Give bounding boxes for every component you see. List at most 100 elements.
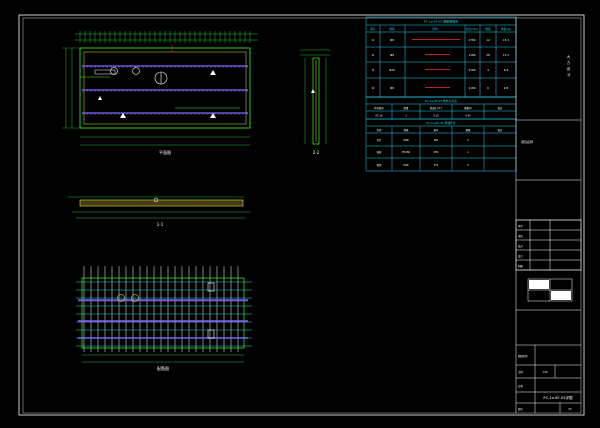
rebar-row-qty: 4 (487, 68, 489, 72)
date-label: 日期 (518, 384, 523, 388)
section-arrow (210, 113, 216, 118)
rebar-header-spec: 规格 (389, 27, 395, 31)
rebar-header-len: 长度(mm) (466, 27, 478, 31)
rebar-row-id: ④ (372, 86, 375, 90)
summary-table-title: PC-1a-6F-05 构件信息表 (425, 99, 457, 103)
plan-top-dim-ticks (79, 31, 251, 43)
embed-cell: DN8 (403, 139, 409, 142)
rebar-row-len: 1180 (468, 53, 475, 57)
rebar-shapes (412, 39, 460, 88)
approval-row-label: 校对 (518, 244, 523, 248)
embed-cell: PVC86 (402, 151, 410, 154)
rebar-row-id: ① (372, 38, 375, 42)
embed-table-cells: 名称 规格 编号 数量 备注 吊钉 DN8 MJ1 4 线盒 PVC86 XH1… (377, 128, 503, 167)
section-arrow (210, 70, 216, 75)
scale-value: 1:20 (542, 371, 548, 374)
section-arrow (120, 113, 126, 118)
summary-cell: 1 (405, 115, 407, 118)
embed-header: 数量 (466, 128, 471, 132)
rebar-plan-outline (81, 277, 245, 349)
title-block (515, 17, 582, 413)
rebar-row-id: ② (372, 53, 375, 57)
rebar-row-wt: 13.2 (503, 38, 509, 42)
embed-cell: 吊钉 (377, 138, 382, 142)
side-view-outline (312, 57, 320, 145)
summary-header: 重量(t) (464, 106, 472, 110)
plan-top-outline (79, 47, 251, 129)
rebar-row-id: ③ (372, 68, 375, 72)
embed-table-title: PC-1a-6F-05 预埋件表 (426, 121, 455, 125)
embed-cell: 4 (467, 164, 469, 167)
summary-header: 混凝土(m³) (430, 106, 442, 110)
plan-top-caption: 平面图 (159, 149, 171, 155)
project-label: 项目名称 (521, 139, 533, 144)
rebar-row-spec: Φ10 (389, 68, 395, 72)
rebar-row-spec: Φ8 (390, 53, 394, 57)
rebar-row-spec: Φ8 (390, 86, 394, 90)
embed-cell: 线盒 (377, 150, 382, 154)
summary-table-cells: 构件编号 数量 混凝土(m³) 重量(t) 备注 PC-1a 1 0.18 0.… (374, 106, 503, 118)
summary-header: 数量 (404, 106, 409, 110)
rebar-row-wt: 6.9 (504, 68, 509, 72)
summary-cell: 0.45 (465, 115, 471, 118)
rebar-row-qty: 28 (486, 53, 490, 57)
embed-cell: M16 (403, 164, 409, 167)
sheet-number: 05 (568, 408, 572, 411)
side-view: 2-2 (300, 49, 330, 155)
logo-block (551, 291, 571, 300)
embed-header: 编号 (434, 128, 439, 132)
outer-border (18, 14, 585, 416)
rebar-header-wt: 重量(kg) (501, 27, 511, 31)
sheet-label: 图号 (518, 407, 523, 411)
lift-point-marker (110, 67, 118, 75)
embed-cell: XH1 (434, 151, 439, 154)
rebar-row-spec: Φ8 (390, 38, 394, 42)
approval-row-label: 制图 (518, 264, 523, 268)
logo-block (529, 280, 549, 289)
drawing-name: PC-1a-6F-05详图 (543, 395, 573, 400)
embed-cell: 4 (467, 139, 469, 142)
rebar-table-headers: 编号 规格 形状 长度(mm) 数量 重量(kg) (370, 27, 511, 31)
embed-header: 名称 (377, 128, 382, 132)
rebar-row-qty: 6 (487, 86, 489, 90)
rebar-plan-view: 配筋图 (76, 266, 252, 371)
rebar-header-shape: 形状 (432, 27, 438, 31)
embed-cell: MJ1 (434, 139, 439, 142)
approval-rows: 审定 审核 校对 设计 制图 (518, 224, 523, 268)
rebar-header-qty: 数量 (485, 27, 491, 31)
embed-header: 备注 (498, 128, 503, 132)
rebar-grid (76, 266, 252, 352)
rebar-row-len: 1180 (468, 86, 475, 90)
summary-cell: PC-1a (376, 115, 383, 118)
embed-table (365, 118, 517, 172)
rebar-row-len: 2780 (468, 68, 475, 72)
approval-row-label: 审定 (518, 224, 523, 228)
embed-header: 规格 (404, 128, 409, 132)
rebar-row-qty: 12 (486, 38, 490, 42)
section-caption: 1-1 (157, 222, 164, 227)
summary-cell: 0.18 (433, 115, 439, 118)
embed-cell: TT1 (434, 164, 439, 167)
rebar-plan-caption: 配筋图 (157, 365, 169, 371)
section-view: 1-1 (68, 196, 250, 227)
summary-header: 备注 (498, 106, 503, 110)
scale-label: 比例 (518, 370, 523, 374)
inner-border (22, 17, 582, 414)
summary-header: 构件编号 (374, 106, 384, 110)
embed-cell: 套筒 (377, 163, 382, 167)
plan-top-view: 平面图 (62, 31, 258, 155)
approval-row-label: 审核 (518, 234, 523, 238)
embed-cell: 1 (467, 151, 469, 154)
drawing-label: 图纸名称 (518, 354, 528, 358)
rebar-table-title: PC-1a-6F-05 钢筋明细表 (424, 19, 458, 24)
approval-row-label: 设计 (518, 254, 523, 258)
company-name: 大 力 设 计 (567, 54, 572, 77)
lift-point-marker (132, 67, 140, 75)
rebar-row-wt: 2.8 (504, 86, 509, 90)
rebar-table-rows: ① Φ8 2780 12 13.2 ② Φ8 1180 28 13.1 ③ Φ1… (372, 38, 510, 90)
side-view-caption: 2-2 (313, 150, 320, 155)
rebar-header-id: 编号 (370, 27, 376, 31)
rebar-row-len: 2780 (468, 38, 475, 42)
rebar-row-wt: 13.1 (503, 53, 509, 57)
